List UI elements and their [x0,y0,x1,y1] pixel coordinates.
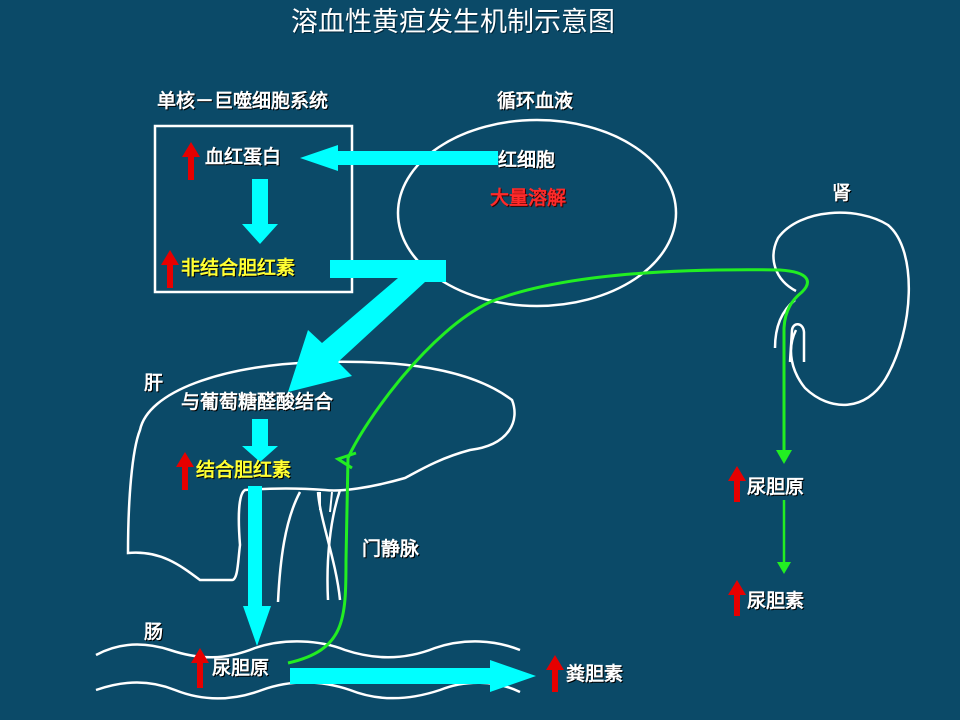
stercobilin-label: 粪胆素 [566,663,624,685]
hemoglobin-label: 血红蛋白 [205,146,282,168]
intestine-wall-bottom [95,681,521,700]
portal-vein-line-1 [276,491,302,603]
enterohepatic-circulation-line [287,268,809,665]
arrow-bilirubin-to-liver [288,260,446,392]
increase-icon-stercobilin [546,655,564,692]
portal-vein-branch [319,491,333,513]
portal-vein-line-3 [326,489,342,601]
arrow-hemoglobin-to-bilirubin [242,179,278,244]
rbc-label: 红细胞 [498,149,556,171]
urobilinogen-intestine-label: 尿胆原 [212,657,270,679]
liver-outline [126,360,516,582]
arrowhead-to-kidney-urobilinogen [776,450,792,464]
liver-label: 肝 [144,372,164,394]
increase-icon-conjugated [176,452,194,490]
arrow-to-intestine [243,486,271,646]
increase-icon-urobilin [728,580,746,616]
glucuronide-conjugation-label: 与葡萄糖醛酸结合 [181,391,334,413]
increase-icon-unconjugated [161,250,179,288]
mononuclear-system-label: 单核－巨噬细胞系统 [157,90,329,112]
arrow-liver-conjugation [242,419,278,462]
intestine-label: 肠 [144,621,164,643]
intestine-wall-top [95,640,521,659]
circulation-ellipse [396,118,678,308]
increase-icon-urobilinogen-intestine [191,648,209,688]
arrow-to-stercobilin [290,660,536,692]
arrowhead-to-liver [334,451,357,470]
kidney-label: 肾 [832,182,852,204]
hemolysis-label: 大量溶解 [490,187,567,209]
diagram-title: 溶血性黄疸发生机制示意图 [291,7,615,38]
portal-vein-label: 门静脉 [362,538,420,560]
unconjugated-bilirubin-label: 非结合胆红素 [181,257,296,279]
conjugated-bilirubin-label: 结合胆红素 [196,459,292,481]
arrowhead-to-urobilin [777,562,791,574]
urobilinogen-kidney-label: 尿胆原 [747,476,805,498]
arrow-rbc-to-hemoglobin [300,145,498,171]
circulation-label: 循环血液 [497,90,574,112]
increase-icon-urobilinogen-kidney [728,466,746,502]
mononuclear-system-box [153,124,354,294]
increase-icon-hemoglobin [182,142,200,180]
ureter-line-right [788,323,806,363]
kidney-outline [772,211,910,407]
urobilin-label: 尿胆素 [747,590,805,612]
